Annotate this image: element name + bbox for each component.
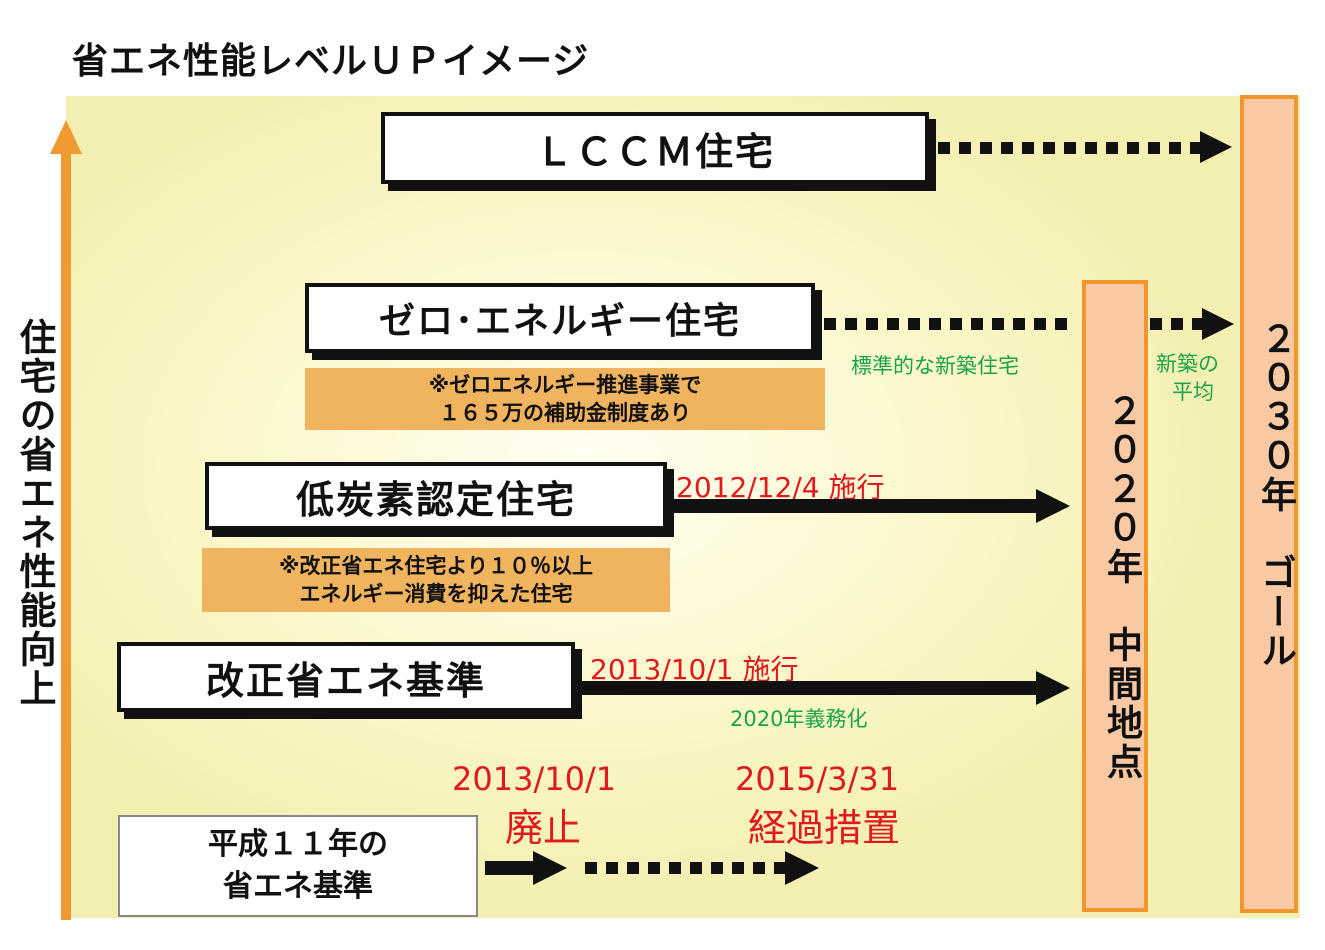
zero-energy-house-box: ゼロ･エネルギー住宅 [305,283,815,353]
h11-dotted-arrow [585,862,785,874]
low-carbon-house-label: 低炭素認定住宅 [295,477,576,522]
y2030-annotation-line2: 平均 [1172,380,1214,404]
h11-arrow-shaft [485,861,535,875]
revised-standard-date: 2013/10/1 施行 [590,653,799,686]
zero-energy-note: ※ゼロエネルギー推進事業で １６５万の補助金制度あり [305,368,825,430]
milestone-2030-label: ２０３０年 ゴール [1255,320,1296,671]
milestone-2020-bar [1082,280,1148,912]
milestone-2030-bar [1240,95,1298,913]
lccm-house-label: ＬＣＣＭ住宅 [534,129,775,174]
h11-arrow-head-icon [533,851,567,885]
h11-standard-label-line2: 省エネ基準 [223,869,373,904]
revised-standard-annotation: 2020年義務化 [730,707,868,731]
lccm-dotted-arrow [938,142,1200,154]
h11-transition-label: 経過措置 [748,806,901,850]
zero-energy-annotation: 標準的な新築住宅 [851,354,1019,378]
revised-standard-label: 改正省エネ基準 [205,658,486,703]
y2030-annotation-line1: 新築の [1156,352,1219,376]
h11-standard-box: 平成１１年の 省エネ基準 [118,815,478,917]
low-carbon-arrow-head-icon [1036,489,1070,523]
zero-energy-dotted-arrow-2 [1150,318,1202,330]
revised-standard-arrow-head-icon [1036,671,1070,705]
axis-arrow-shaft [61,150,71,920]
zero-energy-house-label: ゼロ･エネルギー住宅 [378,301,741,342]
low-carbon-note-line2: エネルギー消費を抑えた住宅 [299,582,573,606]
low-carbon-note: ※改正省エネ住宅より１０％以上 エネルギー消費を抑えた住宅 [202,548,670,612]
zero-energy-note-line2: １６５万の補助金制度あり [439,401,691,425]
revised-standard-arrow-shaft [578,681,1038,695]
h11-standard-label-line1: 平成１１年の [208,827,388,862]
zero-energy-arrow-head-icon [1202,308,1234,340]
zero-energy-note-line1: ※ゼロエネルギー推進事業で [428,373,702,397]
h11-dotted-arrow-head-icon [785,851,819,885]
zero-energy-dotted-arrow-1 [824,318,1074,330]
low-carbon-note-line1: ※改正省エネ住宅より１０％以上 [279,554,593,578]
low-carbon-house-box: 低炭素認定住宅 [205,462,667,530]
h11-transition-date: 2015/3/31 [735,760,900,798]
milestone-2020-label: ２０２０年 中間地点 [1101,392,1142,782]
h11-abolish-label: 廃止 [505,806,582,850]
axis-label: 住宅の省エネ性能向上 [13,318,56,708]
axis-arrow-up-icon [50,120,82,154]
page-title: 省エネ性能レベルＵＰイメージ [72,41,590,82]
lccm-arrow-head-icon [1200,131,1232,163]
low-carbon-date: 2012/12/4 施行 [676,471,885,504]
h11-abolish-date: 2013/10/1 [452,760,617,798]
revised-standard-box: 改正省エネ基準 [117,642,575,712]
lccm-house-box: ＬＣＣＭ住宅 [381,112,929,184]
low-carbon-arrow-shaft [668,499,1038,513]
